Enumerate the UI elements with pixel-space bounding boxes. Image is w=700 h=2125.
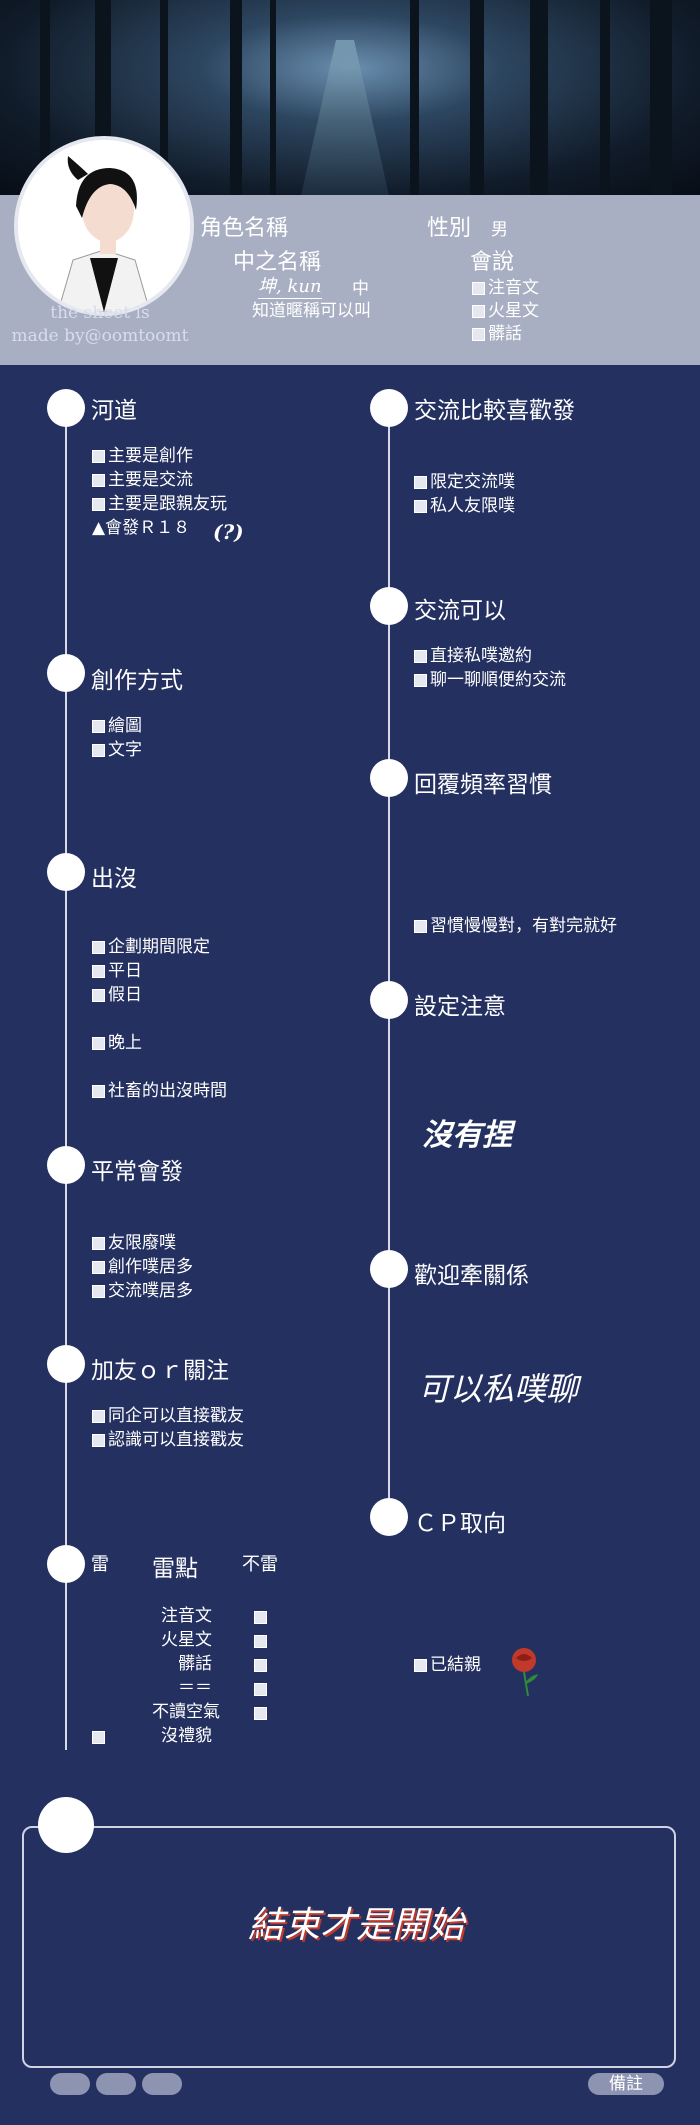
closing-node-dot: [38, 1797, 94, 1853]
landmine-header-title: 雷點: [152, 1556, 198, 1582]
section-title-follow: 加友ｏｒ關注: [91, 1358, 229, 1384]
checkbox: [254, 1631, 270, 1650]
list-item: 已結親: [414, 1653, 481, 1677]
section-title-posts: 平常會發: [91, 1159, 183, 1185]
section-title-channel: 河道: [91, 398, 137, 424]
landmine-item: 沒禮貌: [161, 1726, 212, 1746]
rose-icon: [506, 1646, 542, 1702]
landmine-item: 注音文: [161, 1606, 212, 1626]
handwritten-question: (?): [213, 520, 244, 544]
list-item: 主要是跟親友玩: [92, 492, 227, 516]
node-dot: [47, 1545, 85, 1583]
checkbox: [254, 1655, 270, 1674]
checkbox: [92, 1727, 108, 1746]
list-item-r18: ▲會發Ｒ１８: [92, 518, 191, 538]
player-name-handwritten: 坤, kun: [258, 272, 322, 299]
list-item: 創作噗居多: [92, 1255, 193, 1279]
node-dot: [47, 654, 85, 692]
list-item: 認識可以直接戳友: [92, 1428, 244, 1452]
handwritten-relation: 可以私噗聊: [418, 1370, 579, 1408]
node-dot: [47, 853, 85, 891]
list-item: 假日: [92, 983, 142, 1007]
character-name-label: 角色名稱: [200, 216, 289, 241]
node-dot: [370, 1250, 408, 1288]
closing-handwritten: 結束才是開始: [248, 1905, 465, 1946]
gender-label: 性別: [427, 216, 472, 241]
node-dot: [47, 1345, 85, 1383]
section-title-notes: 設定注意: [414, 994, 506, 1020]
list-item: 友限廢噗: [92, 1231, 176, 1255]
node-dot: [370, 759, 408, 797]
section-title-cp: ＣＰ取向: [414, 1511, 506, 1537]
list-item: 繪圖: [92, 714, 142, 738]
remarks-button[interactable]: 備註: [588, 2073, 664, 2095]
footer-pill[interactable]: [96, 2073, 136, 2095]
list-item: 直接私噗邀約: [414, 644, 532, 668]
footer-pill[interactable]: [50, 2073, 90, 2095]
checkbox: [254, 1703, 270, 1722]
player-name-note: 中: [352, 279, 369, 299]
credit-line-2: made by@oomtoomt: [11, 326, 189, 346]
languages-label: 會說: [470, 250, 515, 275]
landmine-item: 髒話: [178, 1654, 212, 1674]
list-item: 晚上: [92, 1031, 142, 1055]
node-dot: [370, 587, 408, 625]
language-item: 髒話: [472, 319, 522, 344]
player-name-label: 中之名稱: [233, 250, 322, 275]
list-item: 私人友限噗: [414, 494, 515, 518]
section-title-relation: 歡迎牽關係: [414, 1263, 529, 1289]
section-title-active: 出沒: [91, 866, 137, 892]
list-item: 平日: [92, 959, 142, 983]
credit-line-1: the sheet is: [50, 303, 150, 323]
list-item: 主要是交流: [92, 468, 193, 492]
language-item: 火星文: [472, 296, 539, 321]
landmine-item: 火星文: [161, 1630, 212, 1650]
list-item: 習慣慢慢對，有對完就好: [414, 914, 617, 938]
avatar: [14, 136, 194, 316]
player-name-note-2: 知道暱稱可以叫: [252, 301, 371, 321]
list-item: 企劃期間限定: [92, 935, 210, 959]
checkbox: [254, 1679, 270, 1698]
closing-box: [22, 1826, 676, 2068]
list-item: 社畜的出沒時間: [92, 1079, 227, 1103]
list-item: 限定交流噗: [414, 470, 515, 494]
list-item: 交流噗居多: [92, 1279, 193, 1303]
section-title-reply: 回覆頻率習慣: [414, 772, 552, 798]
landmine-header-no: 不雷: [242, 1554, 278, 1575]
list-item: 同企可以直接戳友: [92, 1404, 244, 1428]
section-title-prefer: 交流比較喜歡發: [414, 398, 575, 424]
node-dot: [370, 981, 408, 1019]
language-item: 注音文: [472, 273, 539, 298]
handwritten-notes: 沒有捏: [422, 1118, 512, 1153]
node-dot: [47, 1146, 85, 1184]
node-dot: [47, 389, 85, 427]
list-item: 文字: [92, 738, 142, 762]
section-title-creation: 創作方式: [91, 668, 183, 694]
node-dot: [370, 1498, 408, 1536]
landmine-header-yes: 雷: [91, 1554, 109, 1575]
footer-pill[interactable]: [142, 2073, 182, 2095]
list-item: 主要是創作: [92, 444, 193, 468]
node-dot: [370, 389, 408, 427]
section-title-ok: 交流可以: [414, 598, 506, 624]
right-timeline-line: [388, 400, 390, 1510]
landmine-item: 不讀空氣: [152, 1702, 220, 1722]
checkbox: [254, 1607, 270, 1626]
list-item: 聊一聊順便約交流: [414, 668, 566, 692]
gender-value: 男: [491, 220, 508, 240]
landmine-item: ＝＝: [178, 1678, 212, 1698]
left-timeline-line: [65, 400, 67, 1750]
